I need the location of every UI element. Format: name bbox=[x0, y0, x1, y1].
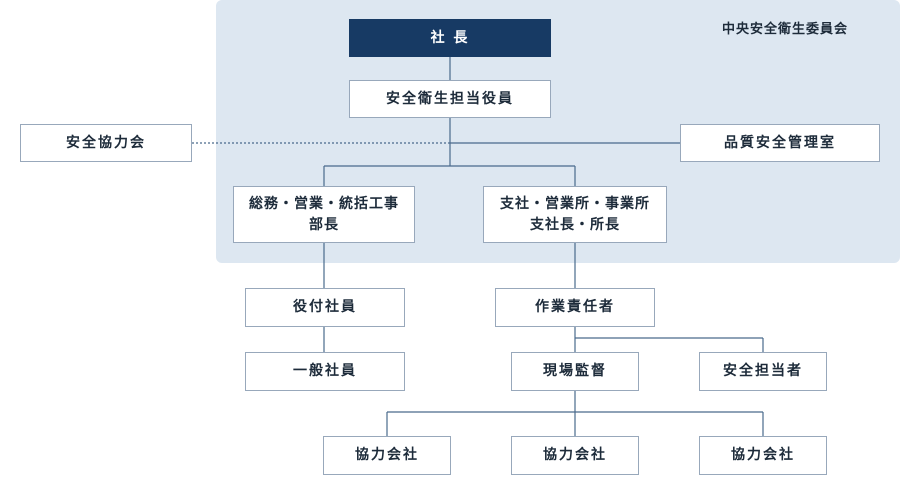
site-supervisor-label: 現場監督 bbox=[543, 363, 607, 380]
safety-person-box: 安全担当者 bbox=[699, 352, 827, 391]
general-affairs-head-box: 総務・営業・統括工事 部長 bbox=[233, 186, 415, 243]
partner-company-box-1: 協力会社 bbox=[323, 436, 451, 475]
partner-company-label-2: 協力会社 bbox=[543, 447, 607, 464]
general-affairs-head-line2: 部長 bbox=[309, 216, 339, 233]
safety-person-label: 安全担当者 bbox=[723, 363, 803, 380]
safety-officer-label: 安全衛生担当役員 bbox=[386, 90, 514, 107]
committee-label: 中央安全衛生委員会 bbox=[722, 22, 849, 37]
executive-staff-box: 役付社員 bbox=[245, 288, 405, 327]
quality-office-box: 品質安全管理室 bbox=[680, 124, 880, 162]
partner-company-box-2: 協力会社 bbox=[511, 436, 639, 475]
cooperation-association-box: 安全協力会 bbox=[20, 124, 192, 162]
safety-officer-box: 安全衛生担当役員 bbox=[349, 80, 551, 118]
quality-office-label: 品質安全管理室 bbox=[724, 134, 836, 151]
president-box: 社 長 bbox=[349, 19, 551, 57]
branch-head-box: 支社・営業所・事業所 支社長・所長 bbox=[483, 186, 667, 243]
executive-staff-label: 役付社員 bbox=[293, 299, 357, 316]
general-staff-label: 一般社員 bbox=[293, 363, 357, 380]
partner-company-label-3: 協力会社 bbox=[731, 447, 795, 464]
branch-head-line1: 支社・営業所・事業所 bbox=[500, 196, 650, 213]
branch-head-line2: 支社長・所長 bbox=[530, 216, 620, 233]
site-supervisor-box: 現場監督 bbox=[511, 352, 639, 391]
work-manager-box: 作業責任者 bbox=[495, 288, 655, 327]
work-manager-label: 作業責任者 bbox=[535, 299, 615, 316]
partner-company-box-3: 協力会社 bbox=[699, 436, 827, 475]
partner-company-label-1: 協力会社 bbox=[355, 447, 419, 464]
president-label: 社 長 bbox=[430, 29, 470, 46]
general-staff-box: 一般社員 bbox=[245, 352, 405, 391]
cooperation-association-label: 安全協力会 bbox=[66, 134, 146, 151]
general-affairs-head-line1: 総務・営業・統括工事 bbox=[249, 196, 399, 213]
